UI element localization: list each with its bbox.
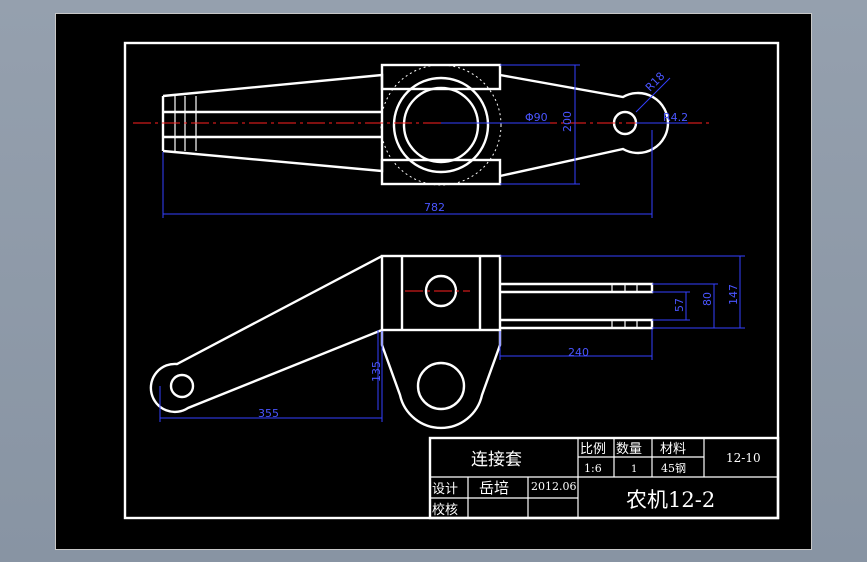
- title-block: 连接套 比例 1:6 数量 1 材料 45钢 12-10 设计 岳培 2012.…: [428, 436, 780, 520]
- dim-hub-height: 200: [561, 111, 574, 132]
- top-view-arm-right: [499, 73, 670, 178]
- top-view: 782 200 Φ90 R18 R4.2: [133, 63, 710, 218]
- checker-label: 校核: [432, 502, 458, 518]
- dim-hub-offset: 135: [370, 361, 383, 382]
- front-lug-hole: [416, 361, 466, 411]
- front-hub-block: [380, 254, 502, 332]
- front-lower-lug: [380, 330, 502, 430]
- front-fork-lower: [500, 318, 654, 330]
- hub-outer-circle: [392, 76, 490, 174]
- dim-bore-diameter: Φ90: [525, 111, 548, 124]
- drawing-date: 2012.06: [531, 480, 577, 493]
- dim-lug-radius: R18: [643, 70, 667, 94]
- dim-fork-height: 147: [727, 284, 740, 305]
- dim-arm-length: 355: [258, 407, 279, 420]
- front-arm: [149, 254, 383, 414]
- scale-value: 1:6: [584, 462, 602, 475]
- dim-slot-width: 57: [673, 298, 686, 312]
- dim-overall-length: 782: [424, 201, 445, 214]
- dim-hole-radius: R4.2: [663, 111, 688, 124]
- designer-name: 岳培: [479, 479, 509, 497]
- quantity-value: 1: [631, 464, 637, 475]
- material-value: 45钢: [661, 462, 686, 475]
- part-name: 连接套: [471, 450, 522, 470]
- front-arm-hole: [169, 373, 195, 399]
- hub-bore: [402, 86, 480, 164]
- front-view: 355 135 240 57 80 147: [149, 254, 745, 430]
- quantity-label: 数量: [616, 442, 642, 457]
- drawing-code: 12-10: [726, 451, 761, 465]
- scale-label: 比例: [580, 442, 606, 457]
- designer-label: 设计: [432, 482, 458, 497]
- hub-bottom-cap: [380, 158, 502, 186]
- front-fork-upper: [500, 282, 654, 294]
- title-block-frame: [428, 436, 780, 520]
- drawing-sheet[interactable]: [55, 13, 812, 550]
- material-label: 材料: [660, 442, 686, 457]
- drawing-number: 农机12-2: [626, 488, 715, 512]
- dim-fork-length: 240: [568, 346, 589, 359]
- dim-fork-gap: 80: [701, 292, 714, 306]
